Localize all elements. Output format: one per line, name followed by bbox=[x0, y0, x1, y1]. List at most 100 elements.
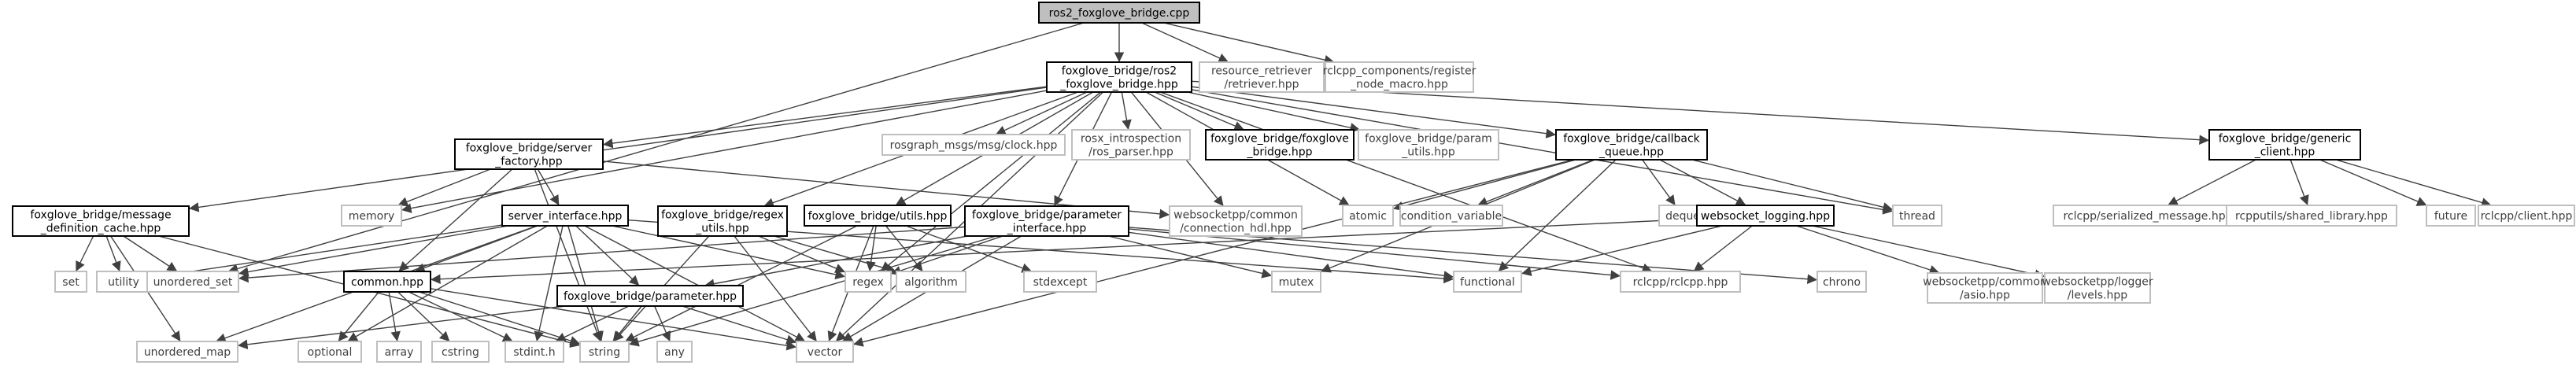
node-array: array bbox=[376, 341, 422, 363]
node-serveriface[interactable]: server_interface.hpp bbox=[501, 205, 629, 227]
edge-genclient-to-client bbox=[2335, 159, 2492, 208]
node-label: foxglove_bridge/parameter.hpp bbox=[564, 290, 737, 303]
edge-common-to-vector bbox=[430, 288, 797, 351]
node-label: chrono bbox=[1823, 276, 1861, 289]
node-box bbox=[12, 205, 190, 237]
node-label: cstring bbox=[442, 346, 479, 359]
node-label: future bbox=[2434, 210, 2467, 223]
node-msgcache[interactable]: foxglove_bridge/message_definition_cache… bbox=[12, 205, 190, 237]
node-memory: memory bbox=[341, 205, 402, 227]
node-label: string bbox=[589, 346, 620, 359]
node-client: rclcpp/client.hpp bbox=[2478, 205, 2575, 227]
edge-serveriface-to-parameter bbox=[575, 225, 640, 286]
edge-bridge-to-fgbridge bbox=[1154, 91, 1245, 131]
node-resource: resource_retriever/retriever.hpp bbox=[1199, 61, 1325, 93]
node-unorderedset: unordered_set bbox=[146, 271, 239, 293]
node-unorderedmap: unordered_map bbox=[136, 341, 238, 363]
node-label: functional bbox=[1460, 276, 1515, 289]
node-box bbox=[2208, 129, 2361, 161]
edge-bridge-to-memory bbox=[401, 90, 1048, 213]
edge-utilshpp-to-stdexcept bbox=[905, 225, 1033, 273]
node-label: any bbox=[664, 346, 685, 359]
node-label: /asio.hpp bbox=[1960, 290, 2010, 302]
node-atomic: atomic bbox=[1342, 205, 1394, 227]
node-label: algorithm bbox=[904, 276, 958, 289]
node-box bbox=[1205, 129, 1355, 161]
edge-bridge-to-rclcpp bbox=[1159, 91, 1653, 273]
node-label: stdexcept bbox=[1033, 276, 1088, 289]
node-label: resource_retriever bbox=[1211, 65, 1312, 78]
edge-paramiface-to-functional bbox=[1128, 231, 1454, 281]
edge-bridge-to-thread bbox=[1191, 89, 1894, 215]
edge-bridge-to-msgcache bbox=[188, 87, 1048, 212]
node-label: foxglove_bridge/ros2 bbox=[1062, 65, 1177, 78]
node-stdexcept: stdexcept bbox=[1023, 271, 1097, 293]
node-box bbox=[2478, 205, 2575, 227]
node-box bbox=[804, 205, 952, 227]
node-bridge[interactable]: foxglove_bridge/ros2_foxglove_bridge.hpp bbox=[1046, 61, 1192, 93]
edge-wslogging-to-functional bbox=[1521, 225, 1723, 276]
edge-parameter-to-string bbox=[612, 305, 642, 342]
node-label: _factory.hpp bbox=[494, 156, 563, 168]
node-common[interactable]: common.hpp bbox=[343, 271, 431, 293]
node-algorithm: algorithm bbox=[896, 271, 966, 293]
edge-serveriface-to-stdint bbox=[534, 225, 564, 342]
node-box bbox=[1038, 2, 1200, 24]
node-box bbox=[579, 341, 630, 363]
node-box bbox=[2044, 272, 2151, 304]
node-box bbox=[504, 341, 564, 363]
node-rclcpp: rclcpp/rclcpp.hpp bbox=[1620, 271, 1741, 293]
edge-root-to-resource bbox=[1141, 22, 1229, 63]
node-label: set bbox=[62, 276, 79, 289]
edge-common-to-cstring bbox=[397, 291, 450, 342]
node-fgbridge[interactable]: foxglove_bridge/foxglove_bridge.hpp bbox=[1205, 129, 1355, 161]
node-label: foxglove_bridge/utils.hpp bbox=[808, 210, 948, 223]
edge-bridge-to-rosgraph bbox=[995, 91, 1088, 135]
node-parameter[interactable]: foxglove_bridge/parameter.hpp bbox=[556, 285, 744, 307]
node-rclcppcomp: rclcpp_components/register_node_macro.hp… bbox=[1323, 61, 1476, 93]
node-mutex: mutex bbox=[1271, 271, 1321, 293]
edge-bridge-to-callbackq bbox=[1191, 86, 1557, 138]
node-callbackq[interactable]: foxglove_bridge/callback_queue.hpp bbox=[1555, 129, 1708, 161]
edge-paramiface-to-string bbox=[628, 235, 996, 347]
edge-root-to-unorderedset bbox=[227, 22, 1085, 274]
edge-bridge-to-serverfactory bbox=[602, 86, 1048, 149]
node-box bbox=[1620, 271, 1741, 293]
edge-regexutils-to-regex bbox=[758, 235, 846, 273]
node-label: rclcpp/serialized_message.hpp bbox=[2064, 210, 2233, 223]
node-label: rcpputils/shared_library.hpp bbox=[2235, 210, 2388, 223]
node-wslogging[interactable]: websocket_logging.hpp bbox=[1696, 205, 1835, 227]
node-serverfactory[interactable]: foxglove_bridge/server_factory.hpp bbox=[454, 138, 604, 170]
node-box bbox=[341, 205, 402, 227]
node-label: _interface.hpp bbox=[1007, 223, 1087, 235]
node-label: rosx_introspection bbox=[1081, 133, 1181, 146]
edge-callbackq-to-atomic bbox=[1392, 159, 1576, 212]
node-box bbox=[896, 271, 966, 293]
node-box bbox=[1342, 205, 1394, 227]
node-root[interactable]: ros2_foxglove_bridge.cpp bbox=[1038, 2, 1200, 24]
node-label: optional bbox=[308, 346, 353, 359]
node-box bbox=[844, 271, 892, 293]
node-box bbox=[1046, 61, 1192, 93]
node-box bbox=[376, 341, 422, 363]
edge-common-to-array bbox=[388, 291, 401, 342]
node-string: string bbox=[579, 341, 630, 363]
node-genclient[interactable]: foxglove_bridge/generic_client.hpp bbox=[2208, 129, 2361, 161]
node-utilshpp[interactable]: foxglove_bridge/utils.hpp bbox=[804, 205, 952, 227]
node-label: array bbox=[385, 346, 414, 359]
node-box bbox=[54, 271, 87, 293]
node-box bbox=[1453, 271, 1522, 293]
node-label: foxglove_bridge/param bbox=[1365, 133, 1492, 146]
node-thread: thread bbox=[1892, 205, 1942, 227]
node-future: future bbox=[2426, 205, 2476, 227]
node-paramiface[interactable]: foxglove_bridge/parameter_interface.hpp bbox=[964, 205, 1129, 237]
edge-callbackq-to-wslogging bbox=[1659, 159, 1746, 206]
node-label: _node_macro.hpp bbox=[1350, 79, 1448, 91]
node-stdint: stdint.h bbox=[504, 341, 564, 363]
edge-callbackq-to-thread bbox=[1691, 159, 1894, 212]
edge-bridge-to-paramutils bbox=[1187, 91, 1361, 133]
node-label: mutex bbox=[1279, 276, 1314, 289]
node-label: thread bbox=[1899, 210, 1935, 223]
node-label: rclcpp/client.hpp bbox=[2481, 210, 2573, 223]
node-regexutils[interactable]: foxglove_bridge/regex_utils.hpp bbox=[657, 205, 788, 237]
